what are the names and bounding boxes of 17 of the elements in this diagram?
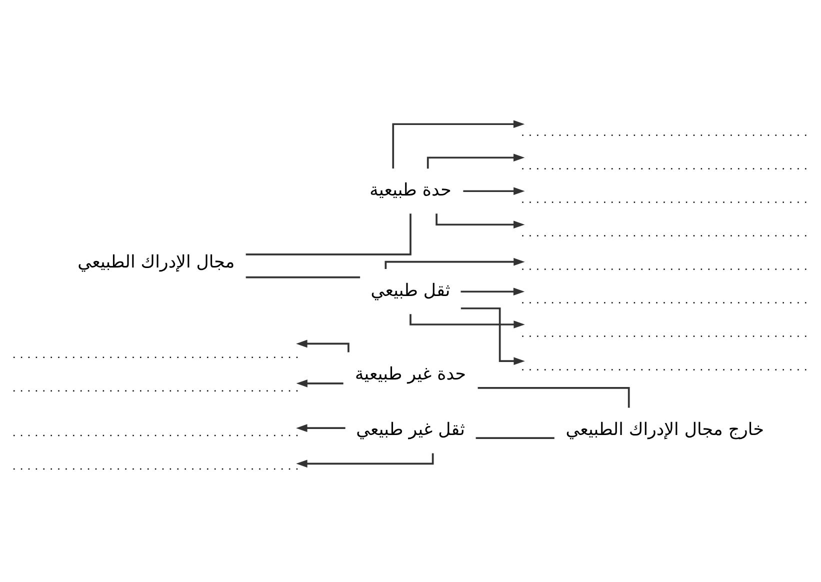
node-text: ثقل غير طبيعي xyxy=(356,420,465,440)
node-text: حدة غير طبيعية xyxy=(354,364,466,384)
node-text: خارج مجال الإدراك الطبيعي xyxy=(566,420,764,440)
connector xyxy=(246,214,412,256)
arrow xyxy=(384,258,525,270)
connector xyxy=(246,276,360,278)
node-text: ثقل طبيعي xyxy=(370,281,450,302)
connector xyxy=(478,387,630,408)
arrow xyxy=(460,307,525,366)
arrow xyxy=(463,187,525,196)
connector xyxy=(476,437,554,439)
arrow xyxy=(296,380,344,388)
node-text: حدة طبيعية xyxy=(370,180,452,201)
arrow xyxy=(296,424,346,432)
arrow xyxy=(392,120,525,168)
node-text: مجال الإدراك الطبيعي xyxy=(78,252,235,273)
arrow xyxy=(460,288,525,296)
